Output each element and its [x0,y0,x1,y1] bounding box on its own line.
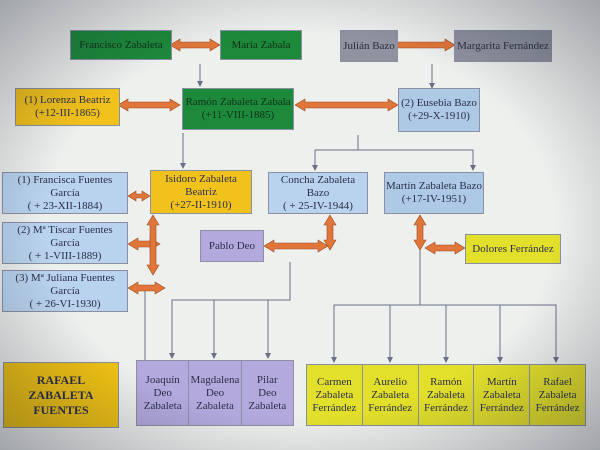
person-name: (2) Mª Tíscar Fuentes García [17,223,113,249]
child-surname-2: Ferrández [479,401,524,414]
person-francisco-zabaleta: Francisco Zabaleta [70,30,172,60]
person-date: ( + 23-XII-1884) [27,199,103,212]
child-surname-2: Ferrández [312,401,357,414]
person-name: Pablo Deo [208,239,256,252]
child-joaquin-deo: Joaquín Deo Zabaleta [137,361,190,425]
person-isidoro-zabaleta-beatriz: Isidoro Zabaleta Beatriz (+27-II-1910) [150,170,252,214]
child-first-name: Joaquín [145,373,180,386]
child-surname-1: Zabaleta [315,388,354,401]
person-francisca-fuentes-garcia: (1) Francisca Fuentes García ( + 23-XII-… [2,172,128,214]
child-rafael-zabaleta: Rafael Zabaleta Ferrández [530,365,585,425]
deo-children-group: Joaquín Deo Zabaleta Magdalena Deo Zabal… [136,360,294,426]
marriage-arrow-francisca-isidoro [127,190,151,202]
descent-lines [144,64,559,363]
marriage-arrow-juliana-isidoro [127,281,166,295]
child-pilar-deo: Pilar Deo Zabaleta [242,361,293,425]
marriage-arrow-pablo-concha [263,239,329,253]
person-lorenza-beatriz: (1) Lorenza Beatriz (+12-III-1865) [15,88,120,126]
descent-line-to-martin [358,149,476,171]
person-date: ( + 25-IV-1944) [283,199,353,212]
child-first-name: Aurelio [373,375,407,388]
person-name: Martín Zabaleta Bazo [386,180,482,192]
descent-line-rafael-jr [500,304,559,363]
child-surname-1: Deo [153,386,172,399]
person-martin-zabaleta-bazo: Martín Zabaleta Bazo (+17-IV-1951) [384,172,484,214]
marriage-arrow-vertical-concha [323,214,337,251]
person-name: Dolores Ferrández [472,242,554,255]
marriage-arrows [117,38,466,295]
person-name: Margarita Fernández [457,39,549,52]
person-name: RAFAEL ZABALETA FUENTES [28,372,94,417]
person-date: ( + 26-VI-1930) [29,297,101,310]
marriage-arrow-vertical-isidoro [146,214,160,276]
person-ramon-zabaleta-zabala: Ramón Zabaleta Zabala (+11-VIII-1885) [182,88,294,130]
person-date: (+29-X-1910) [408,110,470,122]
person-concha-zabaleta-bazo: Concha Zabaleta Bazo ( + 25-IV-1944) [268,172,368,214]
child-surname-2: Zabaleta [143,399,182,412]
child-first-name: Martín [486,375,517,388]
child-surname-1: Zabaleta [538,388,577,401]
descent-line-martin-jr [420,304,503,363]
person-date: (+11-VIII-1885) [201,109,275,121]
descent-line-zabaleta-children [331,215,421,363]
marriage-arrow-martin-dolores [424,241,466,255]
person-tiscar-fuentes-garcia: (2) Mª Tíscar Fuentes García ( + 1-VIII-… [2,222,128,264]
child-first-name: Pilar [256,373,278,386]
person-date: (+27-II-1910) [170,198,232,211]
child-magdalena-deo: Magdalena Deo Zabaleta [189,361,242,425]
child-surname-1: Zabaleta [371,388,410,401]
child-surname-1: Deo [205,386,225,399]
child-surname-2: Zabaleta [196,399,234,412]
marriage-arrow-vertical-martin [413,214,427,251]
person-name: Julián Bazo [343,39,395,52]
person-rafael-zabaleta-fuentes: RAFAEL ZABALETA FUENTES [3,362,119,428]
marriage-arrow-francisco-maria [169,38,221,52]
person-date: (+17-IV-1951) [401,193,467,205]
person-name: Concha Zabaleta Bazo [280,173,356,199]
person-dolores-ferrandez: Dolores Ferrández [465,234,561,264]
child-martin-zabaleta: Martín Zabaleta Ferrández [474,365,531,425]
person-eusebia-bazo: (2) Eusebia Bazo (+29-X-1910) [398,88,480,132]
person-name: Maria Zabala [231,38,291,51]
child-surname-1: Zabaleta [427,388,465,401]
child-first-name: Carmen [316,375,352,388]
person-name: Isidoro Zabaleta Beatriz [165,172,237,198]
descent-line-deo-children [169,262,291,359]
child-ramon-zabaleta: Ramón Zabaleta Ferrández [419,365,475,425]
child-surname-2: Ferrández [368,401,413,414]
marriage-arrow-ramon-eusebia [294,98,399,112]
child-surname-1: Deo [258,386,277,399]
child-surname-2: Ferrández [535,401,580,414]
child-aurelio-zabaleta: Aurelio Zabaleta Ferrández [363,365,419,425]
person-juliana-fuentes-garcia: (3) Mª Juliana Fuentes García ( + 26-VI-… [2,270,128,312]
person-maria-zabala: Maria Zabala [220,30,302,60]
person-date: (+12-III-1865) [35,107,100,119]
person-margarita-fernandez: Margarita Fernández [454,30,552,62]
child-first-name: Magdalena [190,373,240,386]
zabaleta-ferrandez-children-group: Carmen Zabaleta Ferrández Aurelio Zabale… [306,364,586,426]
child-first-name: Rafael [543,375,572,388]
child-surname-1: Zabaleta [482,388,521,401]
person-name: (1) Francisca Fuentes García [17,173,113,199]
child-surname-2: Zabaleta [248,399,287,412]
child-carmen-zabaleta: Carmen Zabaleta Ferrández [307,365,363,425]
person-name: (2) Eusebia Bazo [401,97,477,109]
child-surname-2: Ferrández [424,401,468,414]
child-first-name: Ramón [430,375,462,388]
descent-line-to-concha [312,135,359,171]
person-julian-bazo: Julián Bazo [340,30,398,62]
person-name: Ramón Zabaleta Zabala [185,96,291,108]
person-name: (1) Lorenza Beatriz [24,94,111,106]
marriage-arrow-lorenza-ramon [117,98,181,112]
person-pablo-deo: Pablo Deo [200,230,264,262]
person-name: (3) Mª Juliana Fuentes García [15,271,115,297]
person-name: Francisco Zabaleta [79,38,163,51]
person-date: ( + 1-VIII-1889) [28,249,102,262]
